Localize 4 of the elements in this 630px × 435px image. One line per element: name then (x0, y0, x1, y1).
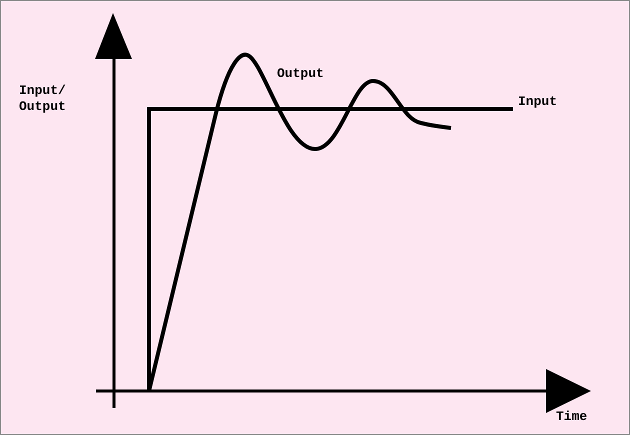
curve-label: Input (518, 94, 558, 110)
axis-label: Time (556, 409, 588, 425)
curve-label: Output (277, 66, 324, 82)
axis-label: Input/ Output (19, 83, 67, 115)
